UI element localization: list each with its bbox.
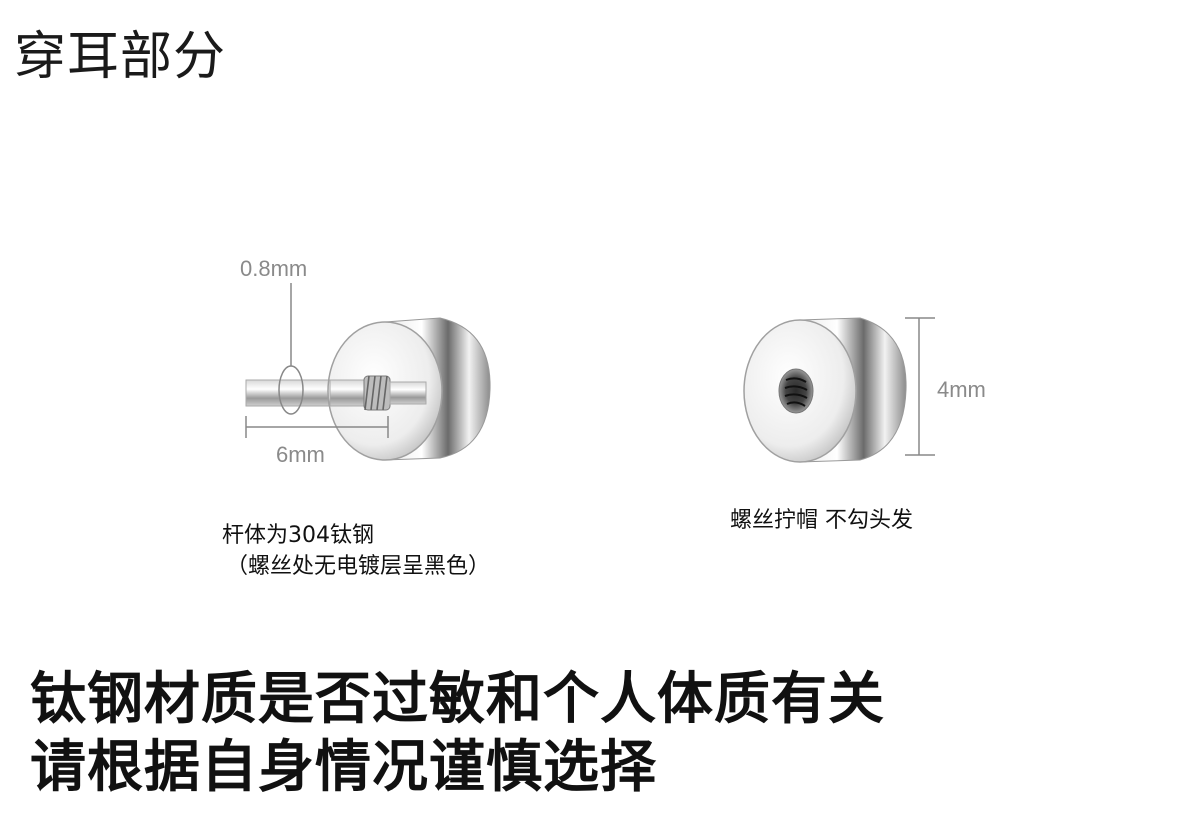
rod-caption-line2: （螺丝处无电镀层呈黑色） bbox=[226, 554, 491, 579]
cap-height-label: 4mm bbox=[937, 377, 986, 402]
footer-line1: 钛钢材质是否过敏和个人体质有关 bbox=[30, 667, 885, 732]
footer-line2: 请根据自身情况谨慎选择 bbox=[30, 735, 657, 800]
rod-diameter-label: 0.8mm bbox=[240, 256, 308, 281]
hole-thread bbox=[784, 377, 808, 407]
rod-length-label: 6mm bbox=[276, 442, 325, 467]
threaded-hole bbox=[778, 368, 814, 414]
rod-caption-line1: 杆体为304钛钢 bbox=[222, 523, 374, 548]
cap-caption: 螺丝拧帽 不勾头发 bbox=[730, 508, 913, 533]
thread-section-front bbox=[363, 375, 391, 411]
ear-rod-assembly bbox=[245, 283, 491, 461]
page-title: 穿耳部分 bbox=[14, 27, 227, 87]
screw-cap bbox=[743, 317, 935, 463]
